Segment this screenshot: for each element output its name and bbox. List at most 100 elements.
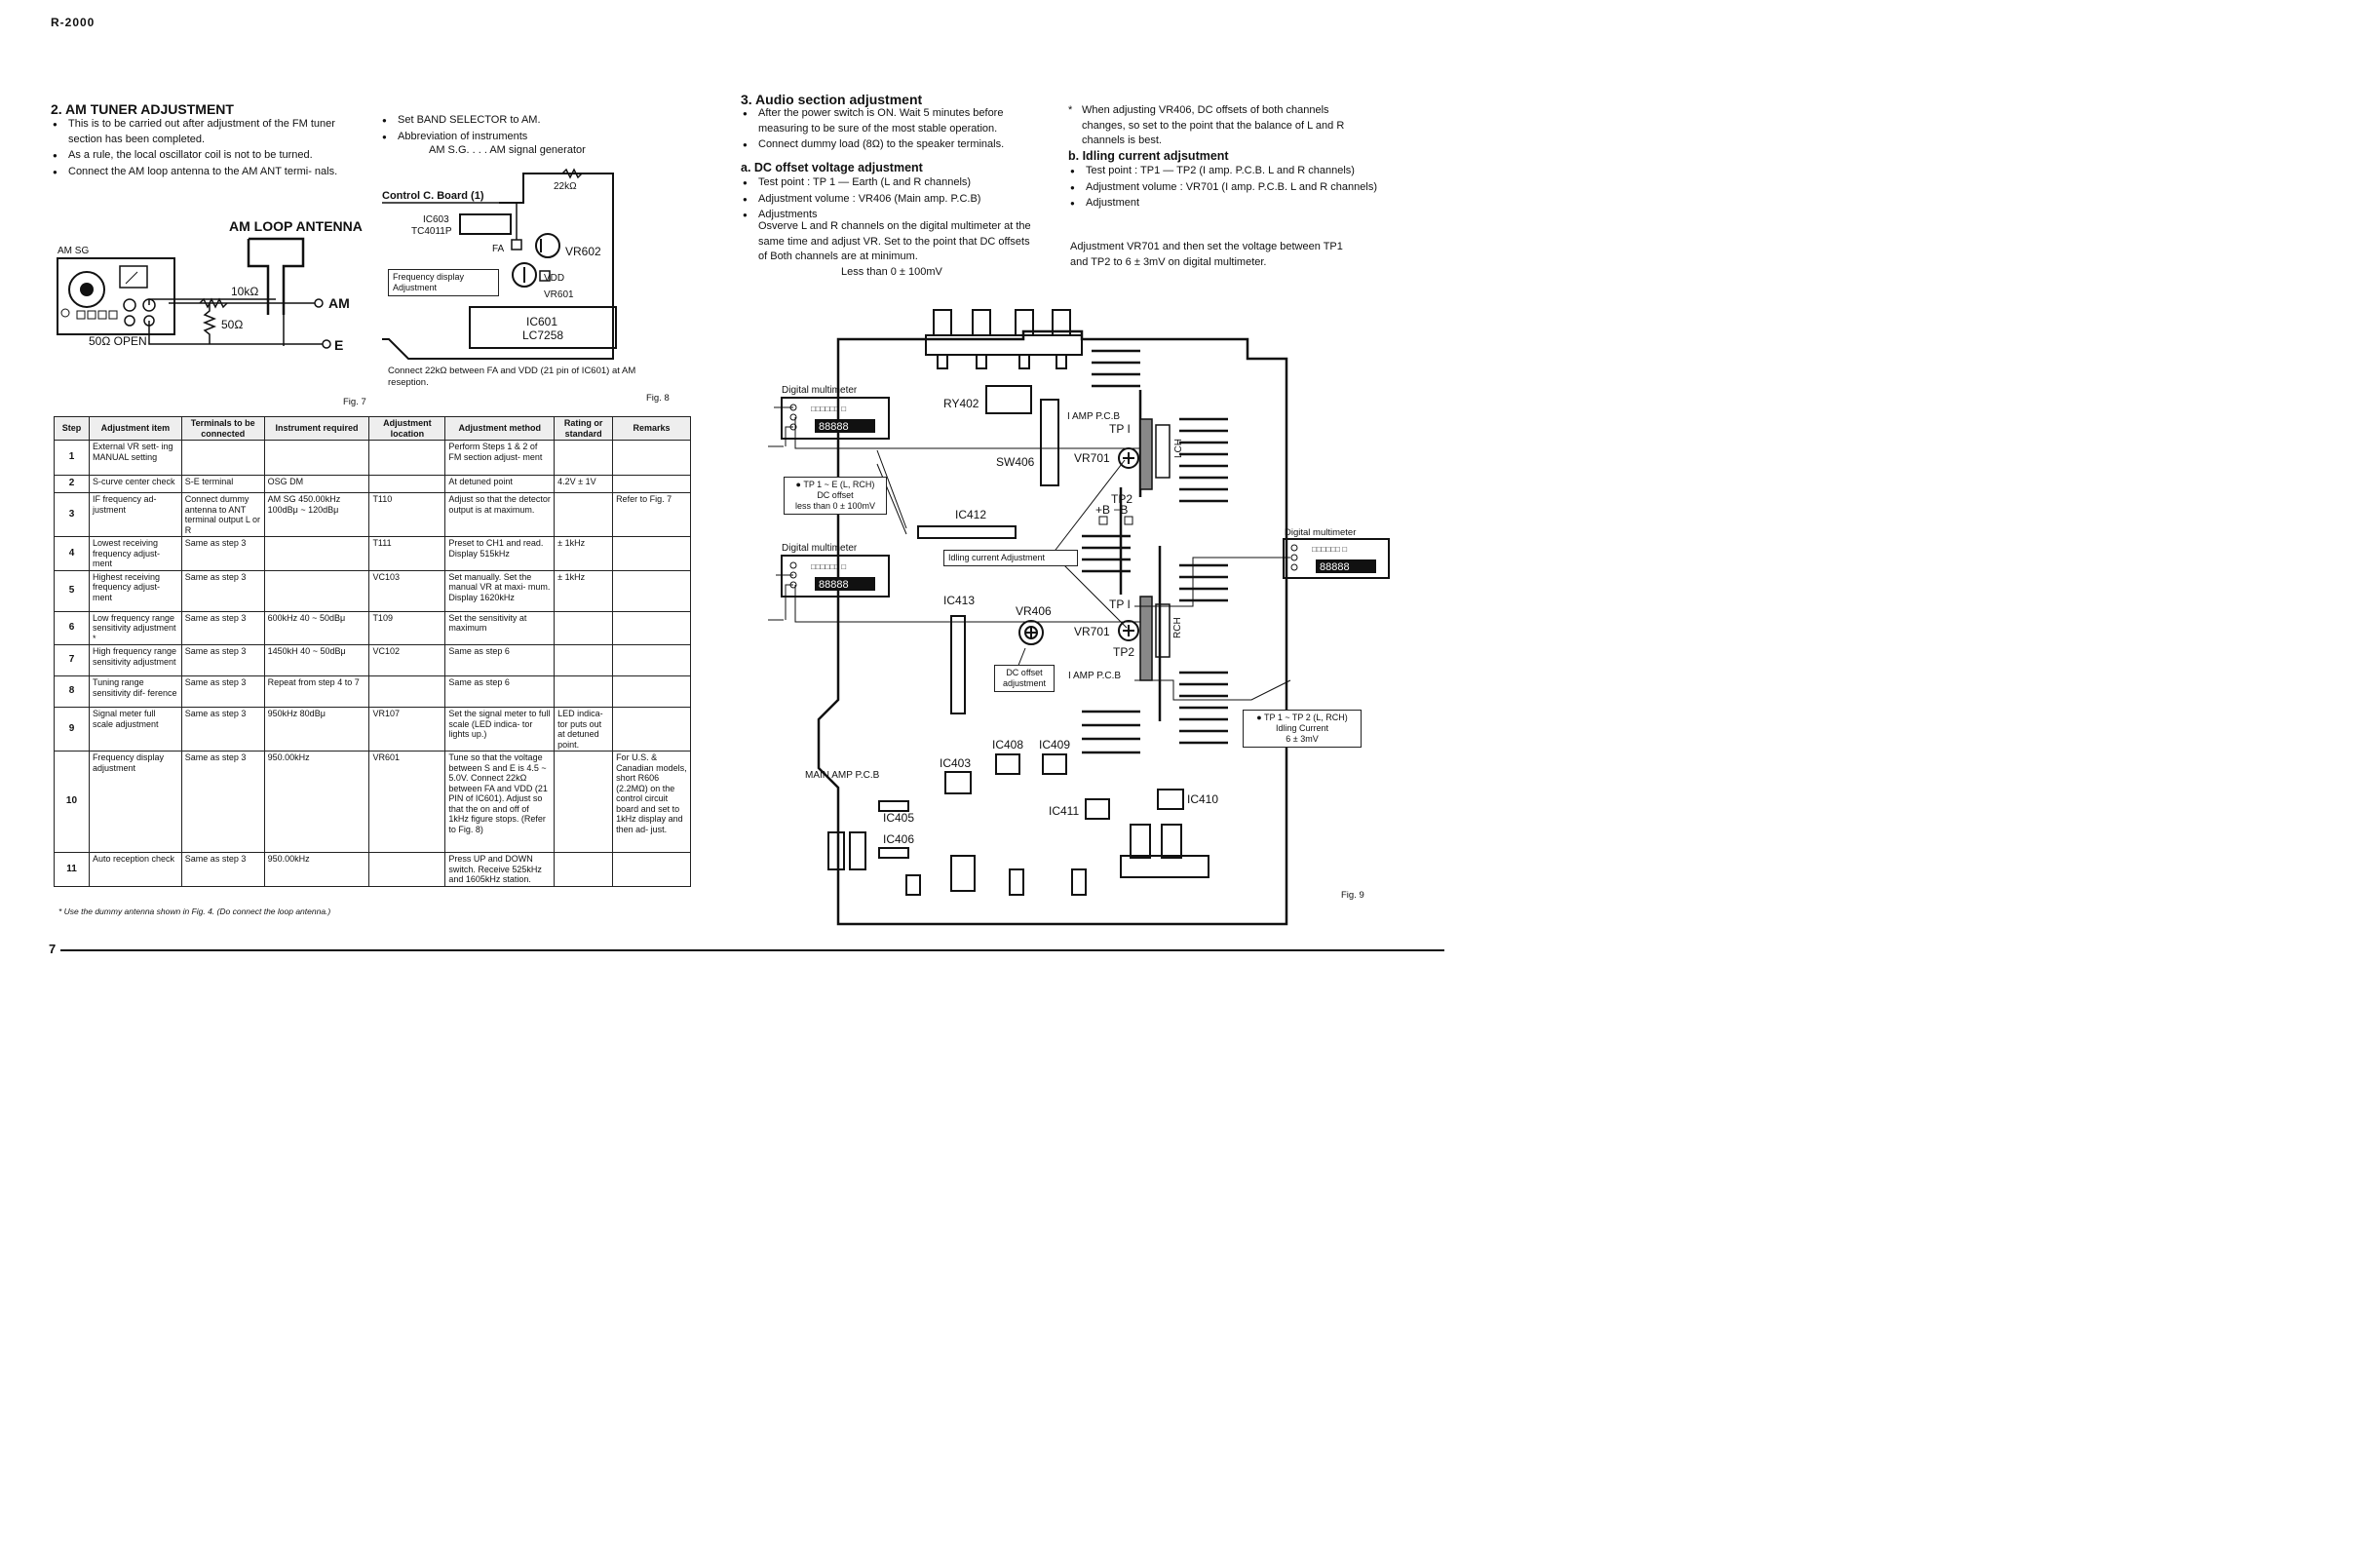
idle-value-label: 6 ± 3mV: [1286, 734, 1319, 744]
r22k-label: 22kΩ: [554, 181, 577, 192]
idling-title: b. Idling current adjsutment: [1068, 149, 1229, 163]
ry402-label: RY402: [943, 397, 979, 410]
ic408-label: IC408: [992, 738, 1023, 752]
ic603-label: IC603: [423, 214, 449, 225]
table-cell: VC102: [368, 644, 446, 676]
table-cell: 950.00kHz: [263, 751, 370, 853]
dm3-label: Digital multimeter: [1285, 527, 1357, 538]
dm3-box: 88888 □□□□□□ □: [1283, 538, 1390, 579]
tp1-e-label: ● TP 1 ~ E (L, RCH): [795, 480, 875, 489]
table-step-cell: 7: [54, 644, 90, 676]
vr601-label: VR601: [544, 289, 574, 300]
table-cell: [263, 536, 370, 571]
table-cell: Same as step 3: [180, 707, 265, 752]
audio-bullets: After the power switch is ON. Wait 5 min…: [741, 106, 1051, 154]
ic409-label: IC409: [1039, 738, 1070, 752]
tc4011-label: TC4011P: [411, 226, 452, 237]
table-step-cell: 9: [54, 707, 90, 752]
main-amp-label: MAIN AMP P.C.B: [805, 770, 880, 781]
vr701-top-label: VR701: [1074, 451, 1110, 465]
ic601-label: IC601: [526, 315, 557, 328]
dm1-display: 88888: [819, 421, 849, 433]
sw406-label: SW406: [996, 455, 1035, 469]
table-header: Terminals to be connected: [180, 416, 265, 441]
table-cell: Highest receiving frequency adjust- ment: [88, 569, 182, 612]
table-cell: [612, 440, 691, 476]
ic403-label: IC403: [940, 756, 971, 770]
table-cell: IF frequency ad- justment: [88, 492, 182, 537]
fig8-title: Control C. Board (1): [382, 190, 484, 202]
table-footnote: * Use the dummy antenna shown in Fig. 4.…: [58, 906, 331, 916]
dm1-label: Digital multimeter: [782, 385, 858, 396]
am-bullets: This is to be carried out after adjustme…: [51, 117, 361, 180]
table-cell: 4.2V ± 1V: [554, 475, 614, 493]
fa-label: FA: [492, 244, 505, 254]
table-cell: [554, 644, 614, 676]
table-cell: [612, 707, 691, 752]
idle-bullet: Adjustment: [1070, 196, 1378, 212]
table-cell: Frequency display adjustment: [88, 751, 182, 853]
table-cell: [612, 536, 691, 571]
table-step-cell: 2: [54, 475, 90, 493]
dm1-keys: □□□□□□ □: [811, 405, 846, 413]
dm2-display: 88888: [819, 579, 849, 591]
r10k-label: 10kΩ: [231, 285, 258, 298]
table-cell: Set manually. Set the manual VR at maxi-…: [444, 569, 556, 612]
table-step-cell: 6: [54, 610, 90, 645]
audio-section-title: 3. Audio section adjustment: [741, 92, 923, 107]
dm3-display: 88888: [1320, 561, 1350, 573]
table-cell: Repeat from step 4 to 7: [263, 675, 370, 708]
table-header: Remarks: [612, 416, 691, 441]
table-cell: T111: [368, 536, 446, 571]
table-cell: [612, 675, 691, 708]
dm2-box: [781, 555, 890, 598]
fig9-diagram: Digital multimeter 88888 □□□□□□ □ Digita…: [768, 309, 1291, 926]
table-cell: Low frequency range sensitivity adjustme…: [88, 610, 182, 645]
idle-text: Adjustment VR701 and then set the voltag…: [1070, 241, 1343, 268]
am-section-title: 2. AM TUNER ADJUSTMENT: [51, 101, 234, 117]
am-bullets-right: Set BAND SELECTOR to AM. Abbreviation of…: [380, 113, 651, 145]
table-cell: Preset to CH1 and read. Display 515kHz: [444, 536, 556, 571]
table-header: Adjustment location: [368, 416, 446, 441]
freq-display-box: Frequency display Adjustment: [388, 269, 499, 296]
dm3-keys: □□□□□□ □: [1312, 545, 1347, 554]
loop-antenna-label: AM LOOP ANTENNA: [229, 218, 363, 234]
table-cell: Adjust so that the detector output is at…: [444, 492, 556, 537]
vr602-label: VR602: [565, 245, 601, 258]
am-bullet-right: Set BAND SELECTOR to AM.: [382, 113, 651, 129]
tp2-top-label: TP2: [1111, 492, 1132, 506]
table-cell: Same as step 3: [180, 569, 265, 612]
iamp-bottom-label: I AMP P.C.B: [1068, 671, 1121, 681]
am-bullet: Connect the AM loop antenna to the AM AN…: [53, 165, 361, 180]
table-cell: Same as step 3: [180, 852, 265, 887]
main-board-outline: [817, 329, 1288, 926]
table-cell: Signal meter full scale adjustment: [88, 707, 182, 752]
dc-text: Osverve L and R channels on the digital …: [758, 220, 1031, 262]
table-header: Adjustment method: [444, 416, 556, 441]
ic406-label: IC406: [883, 832, 914, 846]
dc-bullets: Test point : TP 1 — Earth (L and R chann…: [741, 175, 1060, 224]
table-step-cell: 8: [54, 675, 90, 708]
vr701-bottom-label: VR701: [1074, 625, 1110, 638]
fig8-note: Connect 22kΩ between FA and VDD (21 pin …: [388, 366, 636, 388]
fig8-caption: Fig. 8: [646, 393, 670, 404]
table-cell: Press UP and DOWN switch. Receive 525kHz…: [444, 852, 556, 887]
vr406-label: VR406: [1016, 604, 1052, 618]
table-cell: [554, 610, 614, 645]
tp1-e-box: ● TP 1 ~ E (L, RCH) DC offset less than …: [784, 477, 887, 515]
idle-bullets: Test point : TP1 — TP2 (I amp. P.C.B. L …: [1068, 164, 1378, 212]
tp1-top-label: TP I: [1109, 422, 1131, 436]
fig8-diagram: Control C. Board (1) 22kΩ IC603 TC4011P …: [382, 168, 617, 360]
vr406-note: *When adjusting VR406, DC offsets of bot…: [1068, 104, 1345, 146]
table-cell: ± 1kHz: [554, 569, 614, 612]
table-header: Adjustment item: [88, 416, 182, 441]
ic413-label: IC413: [943, 594, 975, 607]
table-cell: Same as step 3: [180, 536, 265, 571]
table-cell: ± 1kHz: [554, 536, 614, 571]
idle-bullet: Test point : TP1 — TP2 (I amp. P.C.B. L …: [1070, 164, 1378, 179]
table-cell: [180, 440, 265, 476]
